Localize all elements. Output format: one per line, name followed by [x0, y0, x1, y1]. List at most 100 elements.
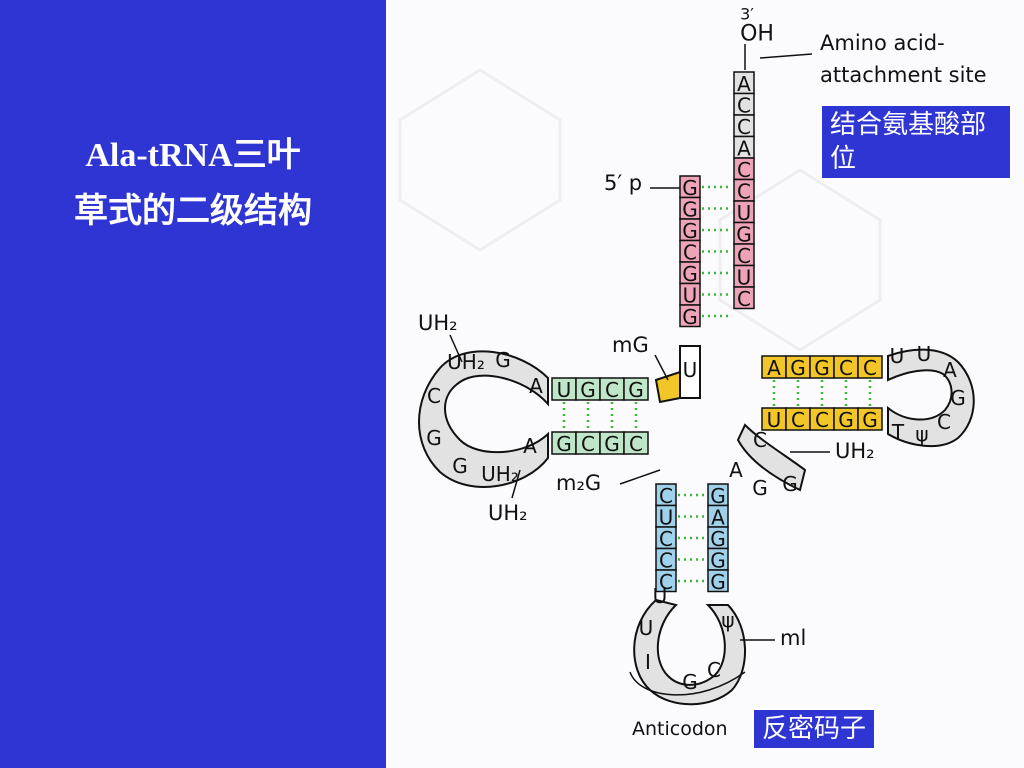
anticodon-label: Anticodon — [632, 718, 728, 740]
t-loop-nt-5: ψ — [915, 422, 928, 446]
tail-nt-2: C — [737, 115, 751, 139]
ac-right-nt-4-cell — [707, 569, 729, 593]
background-watermark — [398, 68, 882, 352]
variable-loop-shape — [736, 423, 807, 492]
three-prime-label: 3′ — [740, 5, 754, 24]
t-bottom-nt-3: G — [838, 408, 854, 432]
t-bottom-nt-1: C — [791, 408, 805, 432]
d-top-nt-2: C — [605, 378, 619, 402]
uh2-top-label: UH₂ — [418, 311, 458, 335]
anticodon-loop-nt-4: C — [707, 658, 721, 682]
mg-wedge — [654, 370, 681, 404]
anticodon-loop-nt-0: U — [653, 584, 668, 608]
ac-left-nt-1: U — [659, 505, 674, 529]
acceptor-right-nt-3: G — [736, 222, 752, 246]
variable-loop-nt-2: G — [752, 476, 768, 500]
acceptor-right-nt-6: C — [737, 287, 751, 311]
loop-shapes — [418, 348, 975, 706]
tail-nt-3: A — [737, 136, 751, 160]
acceptor-right-nt-1: C — [737, 179, 751, 203]
tail-nt-0: A — [737, 72, 751, 96]
base-pair-dots — [562, 185, 872, 583]
acceptor-left-nt-4: G — [682, 262, 698, 286]
d-bottom-nt-3: C — [629, 432, 643, 456]
ac-right-nt-2: G — [710, 527, 726, 551]
five-prime-label: 5′ p — [604, 171, 642, 195]
acceptor-left-nt-5: U — [683, 283, 698, 307]
anticodon-loop-nt-5: ψ — [721, 608, 734, 632]
t-top-nt-3: C — [839, 356, 853, 380]
anticodon-callout-text: 反密码子 — [762, 714, 867, 744]
d-loop-shape — [418, 350, 549, 488]
d-bottom-nt-1: C — [581, 432, 595, 456]
d-loop-nt-5: G — [452, 454, 468, 478]
d-bottom-nt-3-cell — [623, 431, 649, 455]
acceptor-right-nt-6-cell — [733, 286, 755, 310]
amino-acid-label-line1: Amino acid- — [820, 31, 945, 55]
d-top-nt-3: G — [628, 378, 644, 402]
d-loop-nt-3: C — [427, 384, 441, 408]
ac-left-nt-0: C — [659, 484, 673, 508]
d-top-nt-1: G — [580, 378, 596, 402]
uh2-bottom-label: UH₂ — [488, 501, 528, 525]
slide-title-line1: Ala-tRNA三叶 — [85, 137, 301, 174]
ac-left-nt-3: C — [659, 548, 673, 572]
d-loop-nt-6: UH₂ — [481, 462, 519, 486]
ml-label: ml — [780, 626, 806, 650]
t-top-nt-1: G — [790, 356, 806, 380]
d-bottom-nt-0: G — [556, 432, 572, 456]
junction-u: U — [683, 358, 698, 382]
variable-loop-nt-3: G — [782, 472, 798, 496]
variable-loop-nt-1: A — [729, 458, 743, 482]
uh2-right-label: UH₂ — [835, 439, 875, 463]
amino-acid-label-line2: attachment site — [820, 63, 987, 87]
ac-left-nt-2: C — [659, 527, 673, 551]
slide-title: Ala-tRNA三叶 草式的二级结构 — [0, 128, 386, 240]
t-loop-nt-4: C — [937, 410, 951, 434]
ac-right-nt-3: G — [710, 548, 726, 572]
d-loop-nt-4: G — [426, 426, 442, 450]
ac-right-nt-0: G — [710, 484, 726, 508]
mg-label: mG — [612, 333, 649, 357]
acceptor-left-nt-2: G — [682, 219, 698, 243]
d-loop-nt-2: UH₂ — [447, 350, 485, 374]
t-loop-nt-2: A — [943, 358, 957, 382]
t-top-nt-2: G — [814, 356, 830, 380]
acceptor-right-nt-0: C — [737, 158, 751, 182]
ac-left-nt-4-cell — [655, 569, 677, 593]
d-loop-nt-1: G — [495, 348, 511, 372]
t-loop-nt-0: U — [890, 344, 905, 368]
acceptor-left-nt-1: G — [682, 197, 698, 221]
oh-label: OH — [740, 22, 774, 47]
leader-lines — [449, 44, 830, 696]
m2g-label: m₂G — [556, 471, 601, 495]
t-loop-nt-6: T — [891, 420, 905, 444]
t-loop-nt-1: U — [917, 342, 932, 366]
left-title-panel: Ala-tRNA三叶 草式的二级结构 — [0, 0, 386, 768]
t-loop-shape — [887, 348, 975, 448]
acceptor-right-nt-5: U — [737, 265, 752, 289]
acceptor-left-nt-6-cell — [679, 304, 701, 328]
acceptor-right-nt-4: C — [737, 244, 751, 268]
attachment-site-callout: 结合氨基酸部位 — [820, 104, 1012, 180]
d-top-nt-3-cell — [623, 377, 649, 401]
ac-right-nt-4: G — [710, 570, 726, 594]
attachment-site-callout-text: 结合氨基酸部位 — [830, 110, 987, 174]
acceptor-left-nt-3: C — [683, 240, 697, 264]
acceptor-left-nt-6: G — [682, 305, 698, 329]
t-loop-nt-3: G — [950, 386, 966, 410]
d-bottom-nt-2: G — [604, 432, 620, 456]
variable-loop-nt-0: C — [753, 428, 767, 452]
d-loop-nt-7: A — [523, 434, 537, 458]
anticodon-loop-nt-2: I — [645, 650, 651, 674]
d-loop-nt-0: A — [529, 374, 543, 398]
t-bottom-nt-4: G — [862, 408, 878, 432]
ac-right-nt-1: A — [711, 505, 725, 529]
t-bottom-nt-0: U — [767, 408, 782, 432]
slide-title-line2: 草式的二级结构 — [74, 193, 312, 230]
acceptor-left-nt-0: G — [682, 176, 698, 200]
t-top-nt-4-cell — [857, 355, 883, 379]
d-top-nt-0: U — [557, 378, 572, 402]
